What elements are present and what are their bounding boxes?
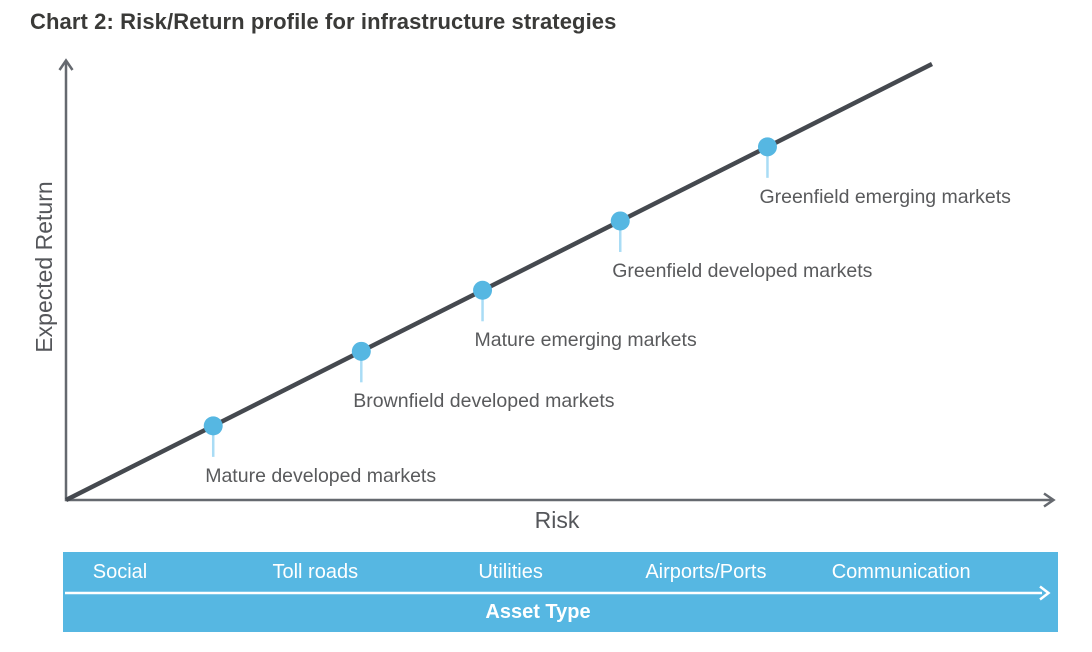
data-point [610, 211, 630, 231]
x-axis-label: Risk [534, 507, 580, 533]
axes-lines [64, 62, 1052, 502]
y-axis-label: Expected Return [31, 181, 57, 353]
asset-category: Utilities [478, 561, 543, 583]
point-label: Brownfield developed markets [353, 390, 615, 413]
data-point [473, 280, 493, 300]
asset-type-row: Asset Type [63, 593, 1058, 632]
asset-type-axis-label: Asset Type [485, 601, 591, 623]
asset-category: Social [92, 561, 148, 583]
data-point [351, 341, 371, 361]
point-label: Greenfield developed markets [612, 259, 873, 282]
data-point [757, 137, 777, 157]
asset-type-band: Social Toll roads Utilities Airports/Ports C… [63, 552, 1058, 632]
point-label: Mature emerging markets [474, 329, 697, 352]
asset-category: Airports/Ports [645, 561, 767, 583]
data-point [203, 416, 223, 436]
point-label: Greenfield emerging markets [759, 185, 1011, 208]
asset-categories-row: Social Toll roads Utilities Airports/Ports C… [63, 552, 1058, 593]
asset-category: Toll roads [272, 561, 359, 583]
asset-category: Communication [831, 561, 971, 583]
point-label: Mature developed markets [205, 464, 437, 487]
chart-title: Chart 2: Risk/Return profile for infrast… [30, 9, 617, 34]
x-axis-arrowhead [1043, 492, 1056, 508]
y-axis-arrowhead [58, 58, 74, 71]
